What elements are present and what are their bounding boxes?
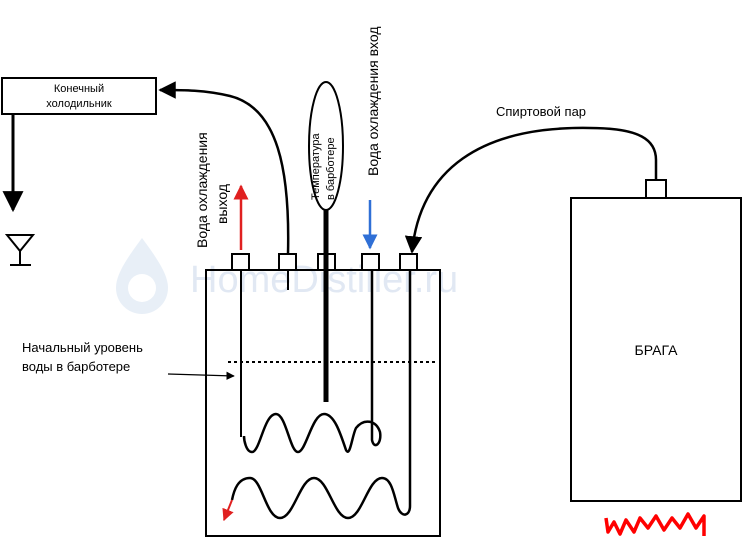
initial-level-pointer [167,371,235,380]
water-out-label-1: Вода охлаждения [194,132,210,248]
mash-label: БРАГА [635,342,679,358]
thermometer-label-1: Температура [310,132,322,200]
spirit-vapor-label: Спиртовой пар [496,104,586,119]
final-condenser-label-2: холодильник [46,98,112,110]
thermometer-label-2: в барботере [325,137,337,200]
water-in-label: Вода охлаждения вход [365,26,381,176]
final-condenser-box [1,77,157,115]
fire-scribble-icon [604,512,706,536]
initial-level-label-2: воды в барботере [22,359,130,374]
port-to-condenser [278,253,297,271]
port-water-in [361,253,380,271]
upper-cooling-coil [242,270,382,454]
mash-tank [570,197,742,502]
lower-vapor-coil [230,270,412,520]
water-exit-arrow [222,499,234,522]
port-water-out [231,253,250,271]
initial-level-label-1: Начальный уровень [22,340,143,355]
watermark-drop-icon [116,238,168,314]
final-condenser-label-1: Конечный [54,83,104,95]
thermometer-icon [308,81,344,402]
wine-glass-icon [4,234,36,266]
water-out-label-2: выход [214,184,230,224]
spirit-vapor-pipe [404,126,658,254]
port-vapor-in [399,253,418,271]
mash-tank-port [645,179,667,199]
vapor-to-condenser-pipe [158,81,290,255]
